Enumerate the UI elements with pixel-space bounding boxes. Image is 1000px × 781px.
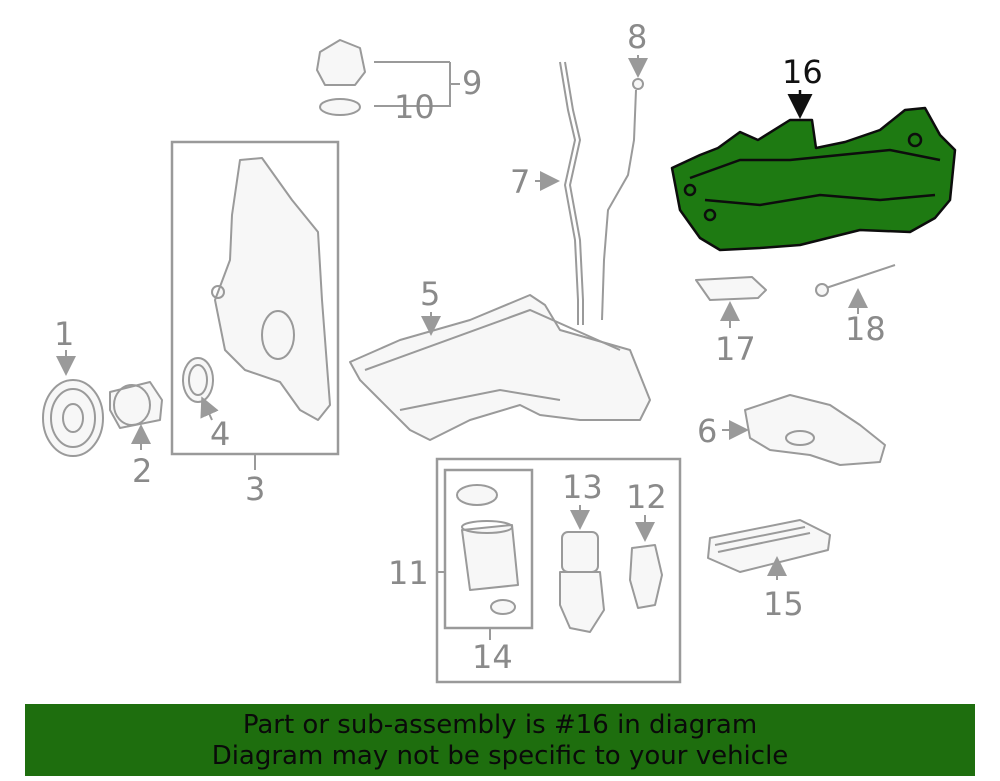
banner-line-2: Diagram may not be specific to your vehi… <box>211 741 789 771</box>
timing-cover-part[interactable] <box>211 157 331 421</box>
crankshaft-seal-part[interactable] <box>109 381 163 429</box>
oil-filter-kit-box <box>443 468 534 630</box>
callout-17[interactable]: 17 <box>715 330 756 368</box>
housing-gasket-part[interactable] <box>629 544 663 609</box>
info-banner: Part or sub-assembly is #16 in diagram D… <box>25 704 975 776</box>
banner-line-1: Part or sub-assembly is #16 in diagram <box>242 710 758 740</box>
callout-18[interactable]: 18 <box>845 310 886 348</box>
dipstick-tube-part[interactable] <box>559 61 584 325</box>
callout-10[interactable]: 10 <box>394 88 435 126</box>
oil-filter-part[interactable] <box>456 484 519 615</box>
pulley-part[interactable] <box>42 379 104 457</box>
callout-13[interactable]: 13 <box>562 468 603 506</box>
callout-7[interactable]: 7 <box>510 163 530 201</box>
oil-filler-cap-part[interactable] <box>316 39 366 86</box>
oil-cooler-part[interactable] <box>707 519 831 573</box>
callout-8[interactable]: 8 <box>627 18 647 56</box>
oil-pan-part[interactable] <box>349 294 651 441</box>
front-seal-part[interactable] <box>182 357 214 403</box>
bolt-part[interactable] <box>815 264 896 297</box>
oil-filter-assembly-box <box>435 457 682 684</box>
callout-2[interactable]: 2 <box>132 452 152 490</box>
callout-16[interactable]: 16 <box>782 53 823 91</box>
callout-4[interactable]: 4 <box>210 415 230 453</box>
gasket-plate-part[interactable] <box>744 394 886 466</box>
dipstick-part[interactable] <box>601 78 644 321</box>
cover-gasket-part[interactable] <box>695 276 767 301</box>
parts-diagram: 1 2 3 4 5 6 7 8 <box>42 18 957 684</box>
timing-cover-box <box>170 140 340 456</box>
filter-housing-part[interactable] <box>559 531 605 633</box>
callout-11[interactable]: 11 <box>388 554 429 592</box>
callout-12[interactable]: 12 <box>626 478 667 516</box>
callout-9[interactable]: 9 <box>462 64 482 102</box>
callout-1[interactable]: 1 <box>54 315 74 353</box>
callout-6[interactable]: 6 <box>697 412 717 450</box>
cap-seal-part[interactable] <box>319 98 361 116</box>
callout-5[interactable]: 5 <box>420 275 440 313</box>
highlighted-part-16[interactable] <box>670 106 957 252</box>
callout-14[interactable]: 14 <box>472 638 513 676</box>
callout-3[interactable]: 3 <box>245 470 265 508</box>
callout-15[interactable]: 15 <box>763 585 804 623</box>
